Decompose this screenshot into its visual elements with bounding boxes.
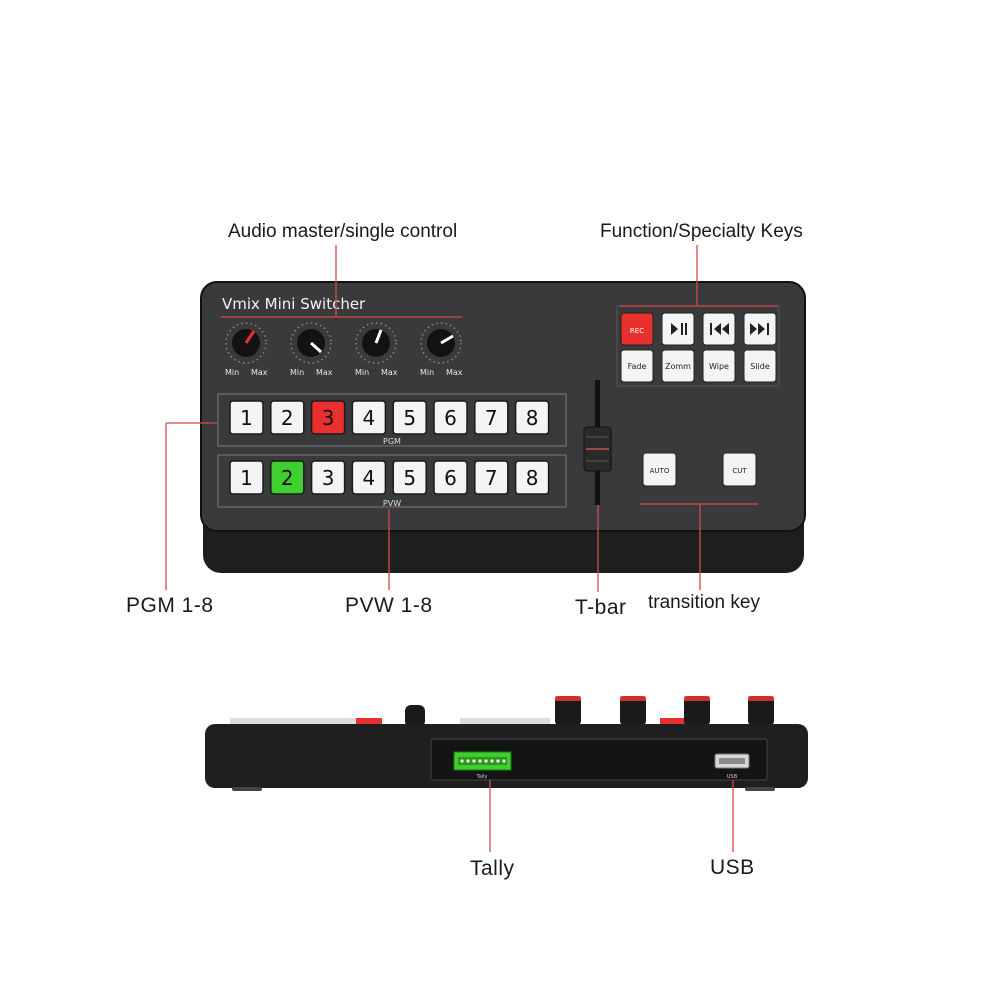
pvw-button-label: 5 (403, 466, 416, 490)
skip-forward-icon (750, 323, 769, 335)
auto-label: AUTO (650, 467, 670, 475)
audio-knob-4[interactable] (420, 322, 462, 364)
pgm-button-label: 4 (363, 406, 376, 430)
pvw-frame (217, 454, 567, 508)
callout-usb: USB (710, 856, 755, 879)
callout-pgm: PGM 1-8 (126, 594, 214, 617)
audio-knob-2[interactable] (290, 322, 332, 364)
callout-pvw: PVW 1-8 (345, 594, 433, 617)
switcher-top-view: Vmix Mini Switcher (200, 281, 806, 573)
knob-2-max-label: Max (316, 368, 333, 377)
function-key-rec[interactable]: REC (620, 312, 654, 346)
device-title: Vmix Mini Switcher (222, 295, 366, 313)
pgm-button-4[interactable]: 4 (351, 400, 387, 435)
pgm-button-label: 6 (444, 406, 457, 430)
fade-label: Fade (628, 362, 647, 371)
side-tbar-knob (405, 705, 425, 727)
t-bar[interactable] (583, 380, 612, 505)
pgm-button-label: 5 (403, 406, 416, 430)
usb-port[interactable]: USB (714, 753, 750, 780)
pvw-button-label: 4 (363, 466, 376, 490)
pvw-row-label: PVW (383, 499, 401, 508)
slide-label: Slide (750, 362, 770, 371)
pvw-button-label: 2 (281, 466, 294, 490)
pvw-buttons: 1 2 3 4 5 6 7 8 (229, 460, 550, 495)
pvw-button-4[interactable]: 4 (351, 460, 387, 495)
pgm-frame (217, 393, 567, 447)
pgm-button-8[interactable]: 8 (514, 400, 550, 435)
transition-key-auto[interactable]: AUTO (642, 452, 677, 487)
pgm-row-label: PGM (383, 437, 401, 446)
side-knob-3 (684, 696, 710, 726)
function-key-zomm[interactable]: Zomm (661, 349, 695, 383)
transition-key-cut[interactable]: CUT (722, 452, 757, 487)
side-red-button (356, 718, 382, 725)
callout-tbar: T-bar (575, 596, 627, 619)
side-knob-1 (555, 696, 581, 726)
pvw-button-8[interactable]: 8 (514, 460, 550, 495)
function-key-fade[interactable]: Fade (620, 349, 654, 383)
function-key-skip-forward[interactable] (743, 312, 777, 346)
pvw-button-6[interactable]: 6 (433, 460, 468, 495)
zomm-label: Zomm (665, 362, 691, 371)
callout-lines (165, 245, 778, 852)
callout-audio: Audio master/single control (228, 221, 458, 242)
knob-1-max-label: Max (251, 368, 268, 377)
pvw-button-label: 1 (240, 466, 253, 490)
play-pause-icon (671, 323, 687, 335)
rec-label: REC (630, 327, 644, 335)
port-panel (430, 738, 768, 781)
pgm-button-6[interactable]: 6 (433, 400, 468, 435)
pvw-button-label: 7 (485, 466, 498, 490)
pvw-button-label: 3 (322, 466, 335, 490)
function-key-slide[interactable]: Slide (743, 349, 777, 383)
pgm-button-label: 7 (485, 406, 498, 430)
usb-port-label: USB (727, 774, 738, 780)
pgm-button-label: 1 (240, 406, 253, 430)
side-button-strip (230, 718, 380, 724)
audio-knob-1[interactable] (225, 322, 267, 364)
pgm-button-7[interactable]: 7 (474, 400, 509, 435)
knob-3-min-label: Min (355, 368, 369, 377)
pgm-button-3[interactable]: 3 (310, 400, 346, 435)
tally-port-label: Tally (475, 774, 487, 780)
knob-2-min-label: Min (290, 368, 304, 377)
audio-knob-3[interactable] (355, 322, 397, 364)
knob-4-max-label: Max (446, 368, 463, 377)
side-knob-2 (620, 696, 646, 726)
side-knob-4 (748, 696, 774, 726)
pvw-button-label: 6 (444, 466, 457, 490)
pvw-button-3[interactable]: 3 (310, 460, 346, 495)
pgm-button-1[interactable]: 1 (229, 400, 264, 435)
callout-function-keys: Function/Specialty Keys (600, 221, 803, 242)
pgm-button-5[interactable]: 5 (392, 400, 427, 435)
callout-transition-key: transition key (648, 592, 760, 613)
pvw-button-2[interactable]: 2 (270, 460, 305, 495)
knob-3-max-label: Max (381, 368, 398, 377)
pgm-button-label: 3 (322, 406, 335, 430)
callout-tally: Tally (470, 857, 515, 880)
wipe-label: Wipe (709, 362, 729, 371)
pvw-button-5[interactable]: 5 (392, 460, 427, 495)
pgm-button-2[interactable]: 2 (270, 400, 305, 435)
pgm-button-label: 2 (281, 406, 294, 430)
pvw-button-7[interactable]: 7 (474, 460, 509, 495)
function-key-play-pause[interactable] (661, 312, 695, 346)
pvw-button-label: 8 (526, 466, 539, 490)
pvw-button-1[interactable]: 1 (229, 460, 264, 495)
function-key-wipe[interactable]: Wipe (702, 349, 736, 383)
function-key-skip-back[interactable] (702, 312, 736, 346)
switcher-side-view: Tally USB (205, 696, 808, 791)
knob-4-min-label: Min (420, 368, 434, 377)
knob-group (225, 322, 462, 364)
tally-connector[interactable]: Tally (453, 751, 512, 780)
pgm-button-label: 8 (526, 406, 539, 430)
knob-1-min-label: Min (225, 368, 239, 377)
pgm-buttons: 1 2 3 4 5 6 7 8 (229, 400, 550, 435)
cut-label: CUT (732, 467, 747, 475)
skip-back-icon (710, 323, 729, 335)
